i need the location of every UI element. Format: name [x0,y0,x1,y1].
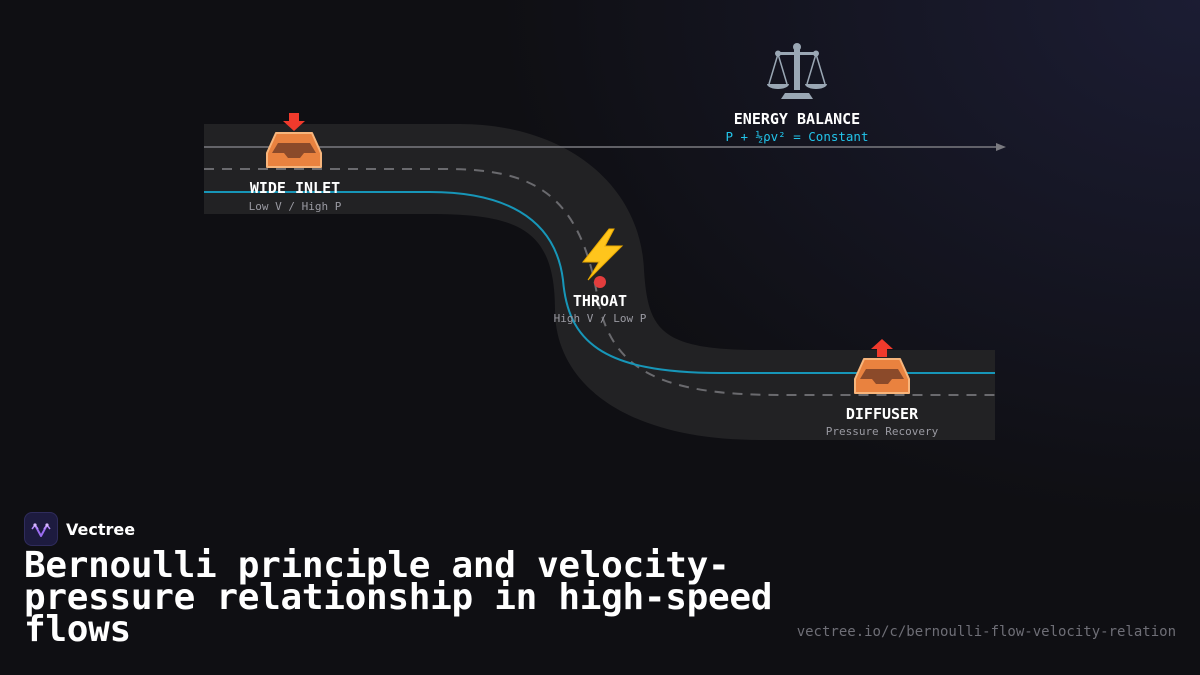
energy-formula: P + ½ρv² = Constant [726,129,869,144]
diffuser-title: DIFFUSER [846,405,919,423]
throat-subtitle: High V / Low P [554,312,647,325]
brand-name: Vectree [66,519,136,539]
page-title: Bernoulli principle and velocity-pressur… [24,545,773,650]
energy-title: ENERGY BALANCE [734,110,860,128]
balance-scale-icon [767,43,827,99]
page-url[interactable]: vectree.io/c/bernoulli-flow-velocity-rel… [796,624,1176,640]
brand: Vectree [24,512,135,546]
centerline-dashed [204,168,995,396]
inbox-tray-icon [266,113,322,168]
diffuser-subtitle: Pressure Recovery [826,425,939,438]
lightning-icon [581,228,624,281]
energy-arrow-head [996,143,1006,151]
inlet-title: WIDE INLET [250,179,340,197]
inlet-subtitle: Low V / High P [249,200,342,213]
streamline [204,191,995,374]
vectree-logo-icon [24,512,58,546]
throat-title: THROAT [573,292,627,310]
outbox-tray-icon [854,339,910,394]
throat-dot [594,276,606,288]
